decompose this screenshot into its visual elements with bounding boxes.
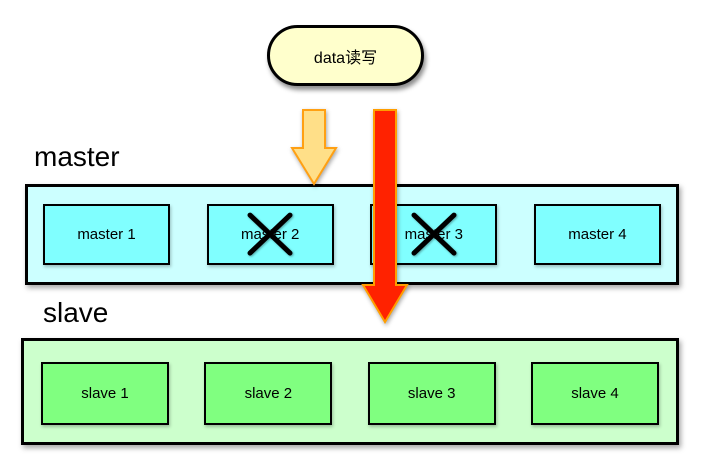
slave-section-title: slave xyxy=(43,297,109,328)
yellow-down-arrow-icon xyxy=(290,109,338,186)
slave-layer-container: slave 1 slave 2 slave 3 slave 4 xyxy=(21,338,679,445)
slave-node-3: slave 3 xyxy=(367,362,496,425)
master-node-4: master 4 xyxy=(533,204,661,265)
master-layer-container: master 1 master 2 master 3 master 4 xyxy=(25,184,679,285)
data-readwrite-node: data读写 xyxy=(267,25,424,86)
data-readwrite-label: data读写 xyxy=(313,49,378,67)
slave-node-1: slave 1 xyxy=(41,362,169,425)
slave-node-4: slave 4 xyxy=(530,362,659,425)
red-down-arrow-icon xyxy=(361,109,409,324)
node-label: master 4 xyxy=(568,226,627,243)
slave-node-2: slave 2 xyxy=(204,362,333,425)
master-node-1: master 1 xyxy=(43,204,170,265)
node-label: slave 2 xyxy=(244,385,293,402)
node-label: master 2 xyxy=(240,226,300,243)
node-label: slave 4 xyxy=(571,385,619,402)
master-node-2: master 2 xyxy=(206,204,334,265)
node-label: master 1 xyxy=(77,226,136,243)
master-section-title: master xyxy=(34,141,120,172)
node-label: slave 3 xyxy=(407,385,456,402)
node-label: slave 1 xyxy=(81,385,129,402)
